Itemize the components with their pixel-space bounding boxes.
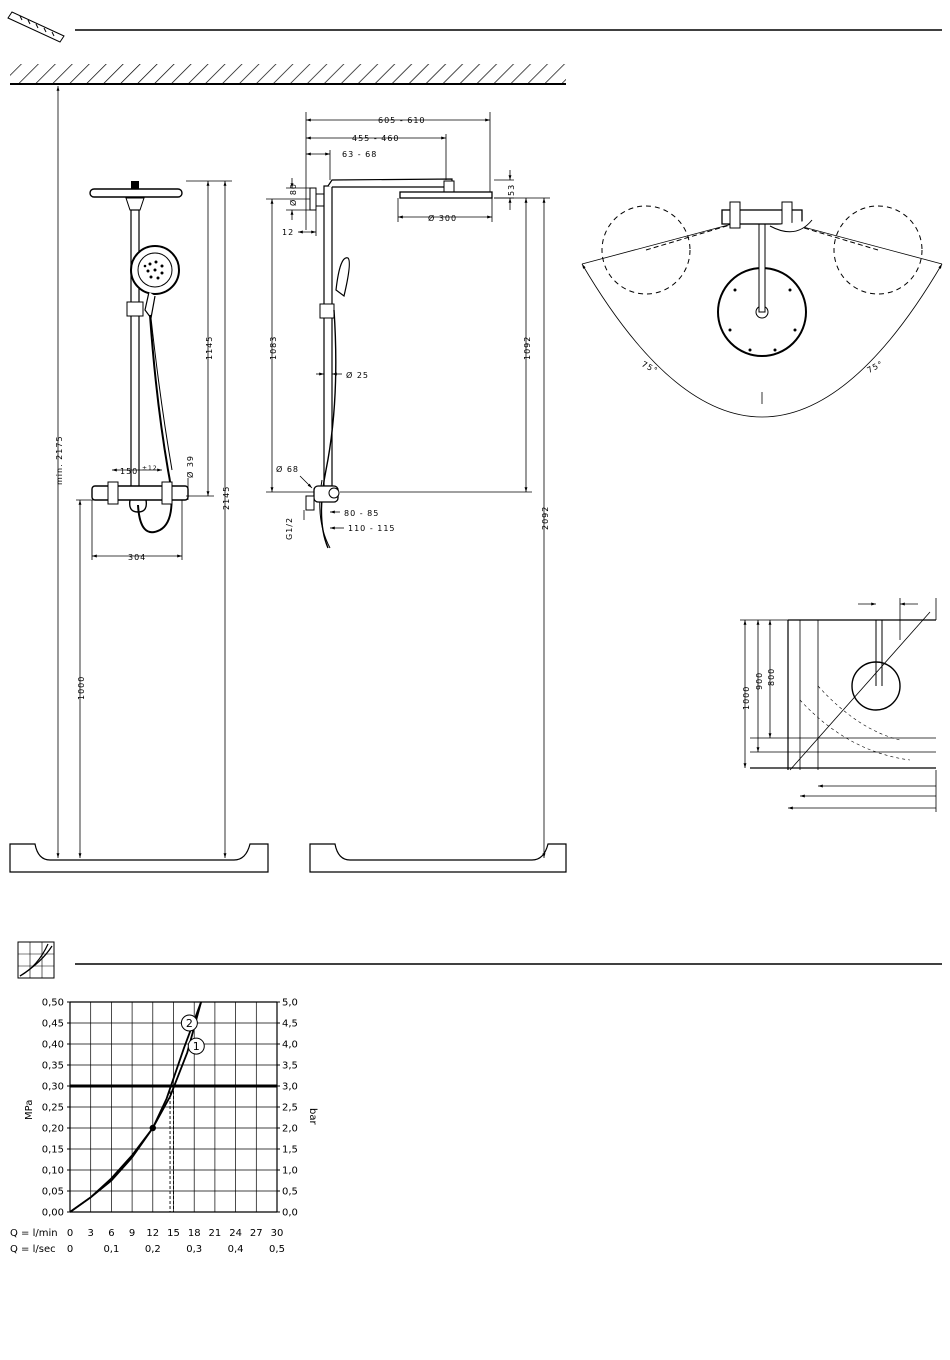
dim-1092: 1092 — [523, 336, 532, 360]
corner-dim-900: 900 — [755, 672, 764, 690]
dim-80: Ø 80 — [288, 183, 298, 206]
x-tick-lmin: 30 — [271, 1228, 284, 1239]
y-tick-bar: 5,0 — [282, 998, 298, 1009]
dim-110-115: 110 - 115 — [348, 524, 396, 533]
x-tick-lmin: 12 — [146, 1228, 159, 1239]
y-tick-mpa: 0,30 — [42, 1082, 64, 1093]
front-view-shower — [89, 181, 189, 534]
top-view-swivel — [581, 201, 943, 418]
series-label-circle — [187, 1037, 205, 1055]
y-tick-mpa: 0,15 — [42, 1145, 64, 1156]
series-label-circle — [180, 1014, 198, 1032]
ceiling-hatch — [10, 64, 566, 85]
series-label-1: 1 — [193, 1040, 200, 1053]
y-tick-bar: 0,0 — [282, 1208, 298, 1219]
y-tick-bar: 3,0 — [282, 1082, 298, 1093]
dim-80-85: 80 - 85 — [344, 509, 379, 518]
side-view-dimension-labels: 605 - 610 455 - 460 63 - 68 Ø 80 12 Ø 30… — [269, 116, 550, 540]
dim-53: 53 — [507, 184, 516, 196]
x-tick-lmin: 0 — [67, 1228, 73, 1239]
dim-25: Ø 25 — [346, 370, 369, 380]
y-tick-mpa: 0,20 — [42, 1124, 64, 1135]
y-tick-mpa: 0,00 — [42, 1208, 64, 1219]
dim-2145: 2145 — [222, 486, 231, 510]
dim-63-68: 63 - 68 — [342, 150, 377, 159]
front-view-dimension-lines — [56, 86, 232, 858]
x-axis-label-lmin: Q = l/min — [10, 1228, 58, 1239]
y-tick-bar: 4,0 — [282, 1040, 298, 1051]
x-tick-lmin: 9 — [129, 1228, 135, 1239]
x-tick-lmin: 18 — [188, 1228, 201, 1239]
chart-series: 12 — [69, 1001, 205, 1213]
dim-2092: 2092 — [541, 506, 550, 530]
angle-right: 75° — [866, 359, 885, 375]
corner-view — [740, 598, 937, 812]
x-tick-lsec: 0,5 — [269, 1244, 285, 1255]
y-tick-mpa: 0,40 — [42, 1040, 64, 1051]
x-tick-lmin: 24 — [229, 1228, 242, 1239]
flow-chart: 0,000,050,100,150,200,250,300,350,400,45… — [10, 998, 318, 1256]
dim-300: Ø 300 — [428, 213, 457, 223]
y-tick-mpa: 0,05 — [42, 1187, 64, 1198]
x-tick-lsec: 0,1 — [103, 1244, 119, 1255]
y-tick-bar: 1,0 — [282, 1166, 298, 1177]
dim-39: Ø 39 — [185, 455, 195, 478]
y-tick-bar: 2,5 — [282, 1103, 298, 1114]
ruler-icon — [7, 11, 65, 43]
y-tick-bar: 3,5 — [282, 1061, 298, 1072]
y-tick-mpa: 0,50 — [42, 998, 64, 1009]
y-tick-mpa: 0,25 — [42, 1103, 64, 1114]
x-axis-label-lsec: Q = l/sec — [10, 1244, 56, 1255]
y-tick-bar: 4,5 — [282, 1019, 298, 1030]
flow-chart-icon — [17, 941, 55, 979]
chart-ticks: 0,000,050,100,150,200,250,300,350,400,45… — [42, 998, 298, 1256]
x-tick-lmin: 3 — [88, 1228, 94, 1239]
x-tick-lmin: 6 — [108, 1228, 114, 1239]
dim-455-460: 455 - 460 — [352, 134, 400, 143]
dim-12: 12 — [282, 228, 294, 237]
corner-dim-1000: 1000 — [742, 686, 751, 710]
side-view-dimension-lines — [266, 112, 550, 858]
x-tick-lsec: 0,4 — [228, 1244, 244, 1255]
y-left-axis-label: MPa — [24, 1100, 35, 1120]
dim-150-tolerance: ±12 — [142, 465, 158, 472]
floor-profile-left — [9, 843, 269, 873]
dim-150: 150 — [120, 467, 138, 476]
y-tick-bar: 0,5 — [282, 1187, 298, 1198]
x-tick-lmin: 21 — [209, 1228, 222, 1239]
x-tick-lsec: 0,2 — [145, 1244, 161, 1255]
dim-1145: 1145 — [205, 336, 214, 360]
angle-left: 75° — [640, 360, 659, 376]
dim-68: Ø 68 — [276, 464, 299, 474]
operating-point-marker — [149, 1124, 156, 1132]
y-tick-bar: 2,0 — [282, 1124, 298, 1135]
x-tick-lsec: 0 — [67, 1244, 73, 1255]
series-line-2 — [69, 1001, 202, 1213]
dimensions-section-header — [7, 11, 942, 43]
series-label-2: 2 — [186, 1017, 193, 1030]
dim-g12: G1/2 — [285, 517, 294, 540]
floor-profile-right — [309, 843, 567, 873]
y-tick-mpa: 0,45 — [42, 1019, 64, 1030]
side-view-shower — [305, 178, 493, 549]
flow-section-header — [17, 941, 942, 979]
corner-dim-800: 800 — [767, 668, 776, 686]
y-right-axis-label: bar — [307, 1108, 318, 1125]
x-tick-lsec: 0,3 — [186, 1244, 202, 1255]
y-tick-mpa: 0,10 — [42, 1166, 64, 1177]
dim-1000-front: 1000 — [77, 676, 86, 700]
x-tick-lmin: 15 — [167, 1228, 180, 1239]
y-tick-mpa: 0,35 — [42, 1061, 64, 1072]
dim-605-610: 605 - 610 — [378, 116, 426, 125]
dim-1083: 1083 — [269, 336, 278, 360]
dim-min-2175: min. 2175 — [55, 435, 64, 485]
x-tick-lmin: 27 — [250, 1228, 263, 1239]
front-view-dimension-labels: min. 2175 1000 1145 2145 150 ±12 Ø 39 30… — [55, 336, 231, 700]
y-tick-bar: 1,5 — [282, 1145, 298, 1156]
dim-304: 304 — [128, 553, 146, 562]
